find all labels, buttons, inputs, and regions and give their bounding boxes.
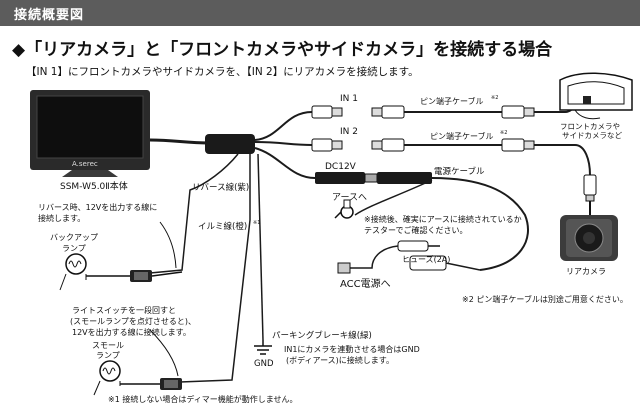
acc-label: ACC電源へ: [340, 277, 391, 290]
front-camera-label-line1: フロントカメラや: [560, 122, 620, 131]
power-cable-label: 電源ケーブル: [434, 166, 485, 177]
backup-lamp-label-line1: バックアップ: [50, 233, 98, 242]
small-lamp-splice-icon: [160, 378, 182, 390]
footnote-2: ※2 ピン端子ケーブルは別途ご用意ください。: [462, 294, 628, 304]
small-lamp-label-line2: ランプ: [96, 351, 120, 360]
fuse-label: ヒューズ(2A): [402, 254, 450, 264]
front-camera-label-line2: サイドカメラなど: [562, 131, 622, 140]
header-bar: 接続概要図: [0, 0, 640, 26]
pin-cable-2-label: ピン端子ケーブル: [430, 131, 494, 141]
in2-label: IN 2: [340, 127, 358, 137]
parking-note-line1: IN1にカメラを連動させる場合はGND: [284, 344, 420, 354]
ground-note-line2: テスターでご確認ください。: [364, 225, 468, 235]
ground-note-line1: ※接続後、確実にアースに接続されているか: [364, 214, 522, 224]
backup-lamp-icon: [59, 253, 87, 291]
rear-camera-icon: [560, 215, 618, 261]
earth-label: アースへ: [332, 193, 367, 203]
monitor-brand: A.serec: [72, 160, 98, 168]
dc12v-label: DC12V: [325, 162, 357, 172]
earth-terminal-icon: [334, 199, 354, 219]
small-lamp-label-line1: スモール: [92, 341, 124, 350]
reverse-note-line1: リバース時、12Vを出力する線に: [38, 202, 157, 212]
dc12v-connector: [315, 172, 529, 271]
backup-lamp-label-line2: ランプ: [62, 244, 86, 253]
in2-connectors: [311, 138, 591, 176]
front-side-camera-icon: [559, 72, 633, 120]
light-note-line3: 12Vを出力する線に接続します。: [72, 327, 191, 337]
parking-note-line2: (ボディアース)に接続します。: [286, 355, 394, 365]
pin-cable-1-label: ピン端子ケーブル: [420, 96, 484, 106]
illumi-wire-note: ※1: [253, 220, 260, 226]
parking-wire-label: パーキングブレーキ線(緑): [272, 330, 372, 341]
gnd-symbol-icon: [254, 340, 272, 355]
rear-camera-connector: [583, 174, 597, 215]
monitor: A.serec: [30, 90, 150, 177]
page-subheading: 【IN 1】にフロントカメラやサイドカメラを、【IN 2】にリアカメラを接続しま…: [26, 66, 419, 78]
footnote-1: ※1 接続しない場合はディマー機能が動作しません。: [108, 394, 298, 404]
illumi-wire-label: イルミ線(橙): [198, 221, 247, 232]
light-note-line2: (スモールランプを点灯させると)、: [70, 316, 196, 326]
section-title: 接続概要図: [14, 8, 85, 23]
fuse-icon: [397, 240, 447, 271]
acc-terminal-icon: [337, 262, 351, 274]
reverse-note-line2: 接続します。: [38, 213, 85, 223]
light-note-line1: ライトスイッチを一段回すと: [72, 305, 176, 315]
backup-lamp-splice-icon: [130, 270, 152, 282]
monitor-model-label: SSM-W5.0Ⅱ本体: [60, 180, 128, 192]
main-harness: [149, 111, 316, 383]
in1-label: IN 1: [340, 94, 358, 104]
pin-cable-1-note: ※2: [491, 95, 498, 101]
gnd-label: GND: [254, 359, 274, 369]
rear-camera-label: リアカメラ: [566, 267, 606, 276]
page-heading: ◆「リアカメラ」と「フロントカメラやサイドカメラ」を接続する場合: [12, 40, 553, 60]
reverse-wire-label: リバース線(紫): [192, 182, 249, 193]
in1-connectors: [311, 99, 581, 119]
pin-cable-2-note: ※2: [500, 130, 507, 136]
small-lamp-icon: [93, 360, 121, 396]
